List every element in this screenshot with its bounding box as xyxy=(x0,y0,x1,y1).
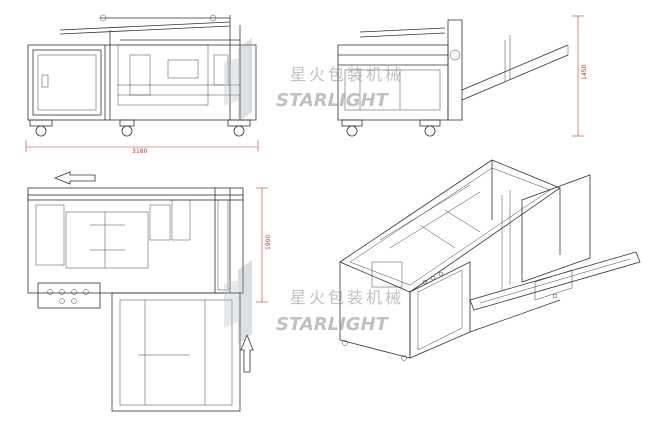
starlight-logo-icon xyxy=(238,260,252,344)
watermark-en-text: STARLIGHT xyxy=(276,314,390,335)
direction-arrow-left-icon xyxy=(53,171,96,185)
watermark-bottom: 星火包装机械 STARLIGHT xyxy=(224,260,404,344)
isometric-view xyxy=(339,159,641,361)
top-view: 1900 xyxy=(27,171,272,412)
front-width-dimension: 3180 xyxy=(132,148,147,155)
side-view: 1450 xyxy=(337,15,588,137)
side-height-dimension: 1450 xyxy=(581,65,588,80)
top-depth-dimension: 1900 xyxy=(265,235,272,250)
watermark-cn-text: 星火包装机械 xyxy=(290,65,404,84)
front-view: 3180 xyxy=(25,14,259,155)
watermark-cn-text: 星火包装机械 xyxy=(290,288,404,307)
starlight-logo-icon xyxy=(238,38,252,122)
watermark-en-text: STARLIGHT xyxy=(276,90,390,111)
watermark-top: 星火包装机械 STARLIGHT xyxy=(224,38,404,122)
direction-arrow-up-icon xyxy=(240,333,254,373)
